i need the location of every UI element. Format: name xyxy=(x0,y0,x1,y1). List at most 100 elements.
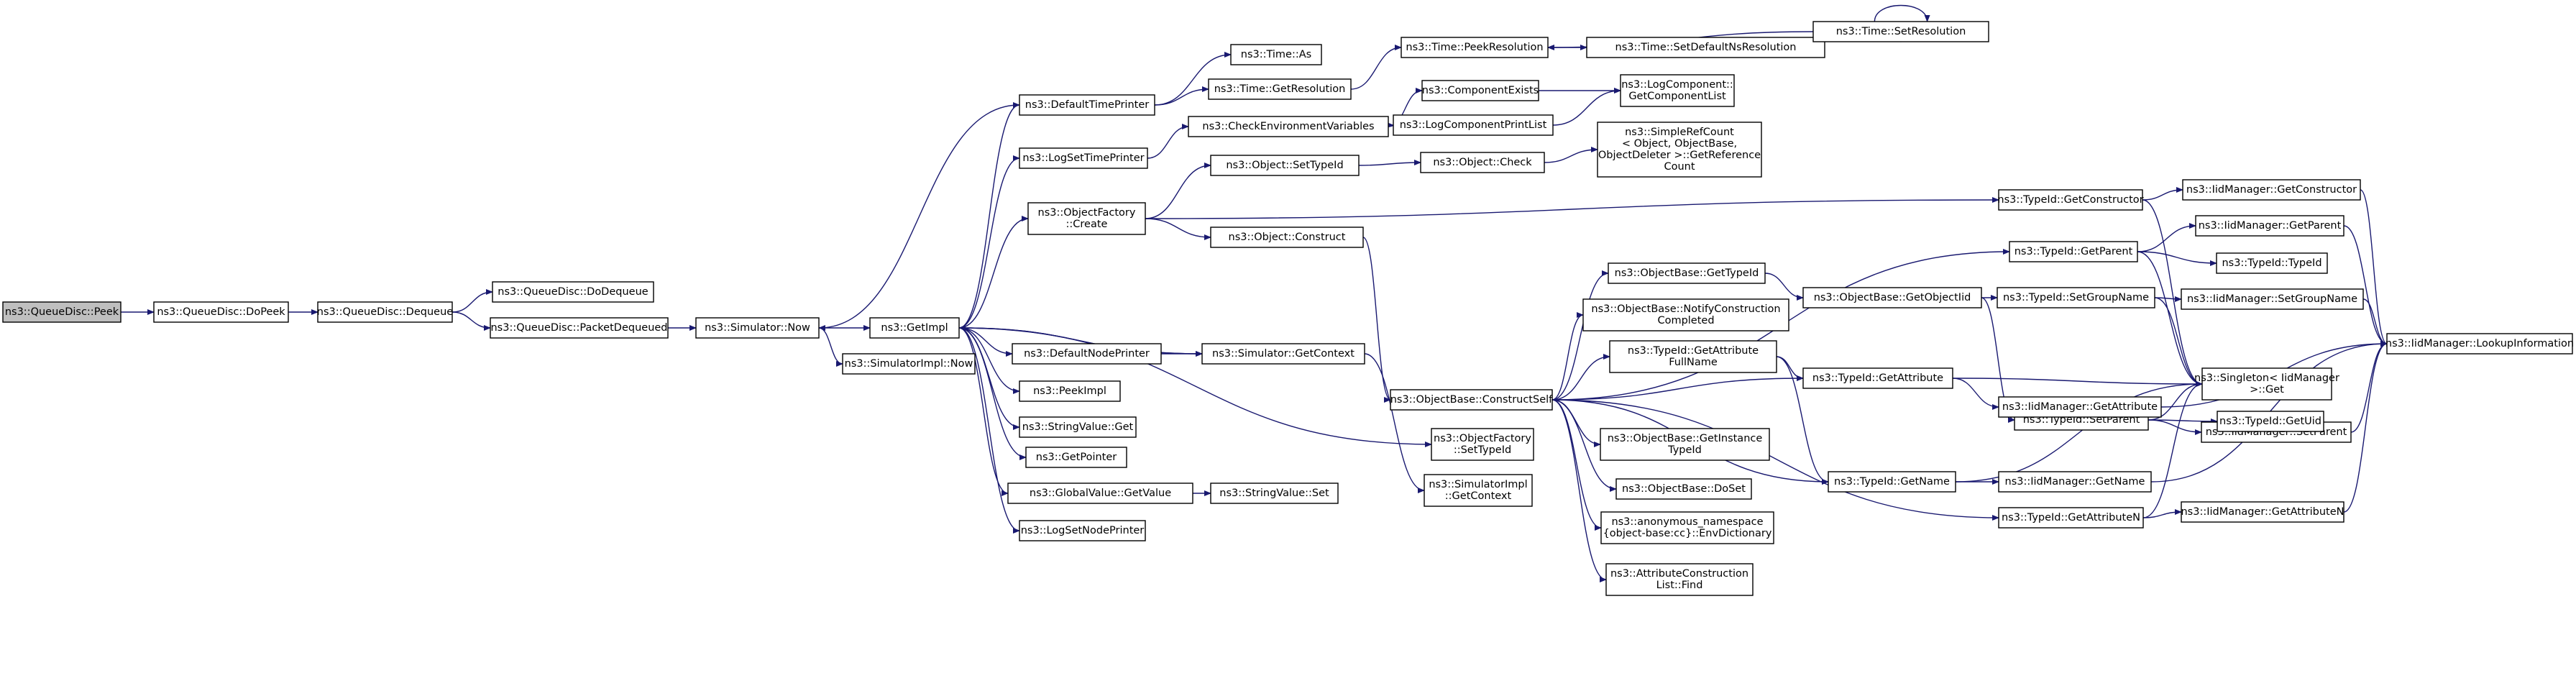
node-checkenv[interactable]: ns3::CheckEnvironmentVariables xyxy=(1188,116,1389,137)
node-ctorself[interactable]: ns3::ObjectBase::ConstructSelf xyxy=(1390,389,1553,411)
node-box xyxy=(1012,343,1162,365)
node-box xyxy=(1210,227,1364,248)
node-tidgetattr[interactable]: ns3::TypeId::GetAttribute xyxy=(1802,367,1953,389)
node-box xyxy=(1007,483,1193,504)
node-defnodeprinter[interactable]: ns3::DefaultNodePrinter xyxy=(1012,343,1162,365)
node-timesetres[interactable]: ns3::Time::SetResolution xyxy=(1812,21,1989,42)
node-tidgetattrn[interactable]: ns3::TypeId::GetAttributeN xyxy=(1998,507,2144,529)
node-label: ns3::QueueDisc::PacketDequeued xyxy=(490,322,667,334)
node-box xyxy=(1812,21,1989,42)
node-box xyxy=(1424,474,1533,507)
node-iidgetctor[interactable]: ns3::IidManager::GetConstructor xyxy=(2182,179,2361,201)
node-dequeue[interactable]: ns3::QueueDisc::Dequeue xyxy=(317,301,453,323)
node-tidgetuid[interactable]: ns3::TypeId::GetUid xyxy=(2217,411,2324,432)
node-box xyxy=(1027,202,1146,235)
node-getpointer[interactable]: ns3::GetPointer xyxy=(1025,447,1127,468)
node-peek[interactable]: ns3::QueueDisc::Peek xyxy=(2,301,122,323)
node-label: ns3::TypeId::SetGroupName xyxy=(2003,292,2149,303)
node-label: ns3::ObjectBase::GetInstance xyxy=(1608,433,1763,444)
node-iidgetparent[interactable]: ns3::IidManager::GetParent xyxy=(2195,215,2344,237)
node-label: ns3::Singleton< IidManager xyxy=(2194,372,2339,384)
node-label: ns3::SimpleRefCount xyxy=(1625,127,1734,138)
node-pktdeq[interactable]: ns3::QueueDisc::PacketDequeued xyxy=(490,317,669,339)
node-strvalget[interactable]: ns3::StringValue::Get xyxy=(1019,416,1137,438)
node-iidsetgroup[interactable]: ns3::IidManager::SetGroupName xyxy=(2181,288,2364,310)
node-label: ns3::LogComponentPrintList xyxy=(1400,119,1547,131)
node-label: ns3::QueueDisc::DoDequeue xyxy=(498,286,648,298)
node-timegetres[interactable]: ns3::Time::GetResolution xyxy=(1208,78,1352,100)
node-box xyxy=(1420,152,1545,173)
node-simimplnow[interactable]: ns3::SimulatorImpl::Now xyxy=(842,353,976,375)
node-label: GetComponentList xyxy=(1628,91,1726,102)
node-timepeekres[interactable]: ns3::Time::PeekResolution xyxy=(1401,37,1549,58)
node-obgettypeid[interactable]: ns3::ObjectBase::GetTypeId xyxy=(1608,262,1766,284)
node-label: ns3::Simulator::Now xyxy=(705,322,810,334)
node-globalgetvalue[interactable]: ns3::GlobalValue::GetValue xyxy=(1007,483,1193,504)
node-layer: ns3::QueueDisc::Peek ns3::QueueDisc::DoPe… xyxy=(2,21,2574,596)
node-objcheck[interactable]: ns3::Object::Check xyxy=(1420,152,1545,173)
node-logcompget[interactable]: ns3::LogComponent::GetComponentList xyxy=(1620,74,1735,107)
edge-objfactcreate-to-objconstruct xyxy=(1145,218,1211,240)
edge-tidsetgroup-to-singleton xyxy=(2154,297,2203,387)
node-tidsetgroup[interactable]: ns3::TypeId::SetGroupName xyxy=(1997,287,2155,308)
edge-tidsetparent-to-iidsetparent xyxy=(2148,419,2202,435)
edge-dequeue-to-pktdeq xyxy=(452,311,491,331)
node-simimplgetctx[interactable]: ns3::SimulatorImpl::GetContext xyxy=(1424,474,1533,507)
node-objfactcreate[interactable]: ns3::ObjectFactory::Create xyxy=(1027,202,1146,235)
edge-getimpl-to-deftimeprinter xyxy=(958,102,1020,329)
node-tidtypeid[interactable]: ns3::TypeId::TypeId xyxy=(2216,252,2328,274)
node-box xyxy=(1609,340,1777,373)
node-timesetdefns[interactable]: ns3::Time::SetDefaultNsResolution xyxy=(1586,37,1825,58)
node-compexists[interactable]: ns3::ComponentExists xyxy=(1421,80,1539,101)
node-getimpl[interactable]: ns3::GetImpl xyxy=(869,317,960,339)
node-singleton[interactable]: ns3::Singleton< IidManager >::Get xyxy=(2194,367,2339,401)
node-dodequeue[interactable]: ns3::QueueDisc::DoDequeue xyxy=(492,281,654,303)
node-simnow[interactable]: ns3::Simulator::Now xyxy=(695,317,820,339)
node-label: ns3::GlobalValue::GetValue xyxy=(1030,488,1171,499)
node-tidgetparent[interactable]: ns3::TypeId::GetParent xyxy=(2009,241,2138,262)
node-logcompprint[interactable]: ns3::LogComponentPrintList xyxy=(1393,114,1554,136)
node-simgetctx[interactable]: ns3::Simulator::GetContext xyxy=(1201,343,1365,365)
node-iidgetname[interactable]: ns3::IidManager::GetName xyxy=(1998,471,2152,493)
node-box xyxy=(1019,380,1121,402)
node-tidgetctor[interactable]: ns3::TypeId::GetConstructor xyxy=(1997,189,2144,211)
node-strvalset[interactable]: ns3::StringValue::Set xyxy=(1210,483,1339,504)
node-timeas[interactable]: ns3::Time::As xyxy=(1230,44,1322,65)
node-label: ns3::StringValue::Set xyxy=(1219,488,1329,499)
edge-ctorself-to-tidgetattrn xyxy=(1551,399,1999,521)
edge-deftimeprinter-to-simnow xyxy=(818,104,1020,331)
node-label: FullName xyxy=(1669,357,1718,368)
node-iidlookup[interactable]: ns3::IidManager::LookupInformation xyxy=(2385,333,2574,355)
node-box xyxy=(1802,367,1953,389)
node-box xyxy=(1431,428,1534,461)
edge-tidsetparent-to-tidgetuid xyxy=(2148,418,2218,424)
node-objconstruct[interactable]: ns3::Object::Construct xyxy=(1210,227,1364,248)
node-anonenv[interactable]: ns3::anonymous_namespace{object-base:cc}… xyxy=(1600,511,1774,544)
node-iidgetattrn[interactable]: ns3::IidManager::GetAttributeN xyxy=(2181,501,2344,523)
node-obdoset[interactable]: ns3::ObjectBase::DoSet xyxy=(1615,478,1752,500)
node-box xyxy=(1230,44,1322,65)
node-objfactsettypeid[interactable]: ns3::ObjectFactory::SetTypeId xyxy=(1431,428,1534,461)
node-obnotify[interactable]: ns3::ObjectBase::NotifyConstructionCompl… xyxy=(1582,298,1789,331)
node-objsettypeid[interactable]: ns3::Object::SetTypeId xyxy=(1210,155,1360,176)
node-label: ::Create xyxy=(1066,219,1108,230)
node-label: ns3::LogSetNodePrinter xyxy=(1021,525,1145,536)
edge-getimpl-to-logsettime xyxy=(958,155,1020,329)
node-iidgetattr[interactable]: ns3::IidManager::GetAttribute xyxy=(1998,396,2162,418)
node-dopeek[interactable]: ns3::QueueDisc::DoPeek xyxy=(153,301,289,323)
node-deftimeprinter[interactable]: ns3::DefaultTimePrinter xyxy=(1019,94,1155,116)
node-logsettime[interactable]: ns3::LogSetTimePrinter xyxy=(1019,147,1148,169)
edge-getimpl-to-peekimpl xyxy=(958,327,1020,394)
node-obgetobjtid[interactable]: ns3::ObjectBase::GetObjectIid xyxy=(1802,287,1982,308)
node-peekimpl[interactable]: ns3::PeekImpl xyxy=(1019,380,1121,402)
node-label: ns3::IidManager::GetName xyxy=(2005,476,2145,488)
node-label: < Object, ObjectBase, xyxy=(1622,138,1737,150)
node-simplerefcount[interactable]: ns3::SimpleRefCount< Object, ObjectBase,… xyxy=(1597,122,1762,178)
edge-tidgetattrn-to-iidgetattrn xyxy=(2142,509,2182,518)
node-tidgetname[interactable]: ns3::TypeId::GetName xyxy=(1828,471,1956,493)
node-logsetnode[interactable]: ns3::LogSetNodePrinter xyxy=(1019,520,1146,541)
node-label: Count xyxy=(1664,161,1695,173)
